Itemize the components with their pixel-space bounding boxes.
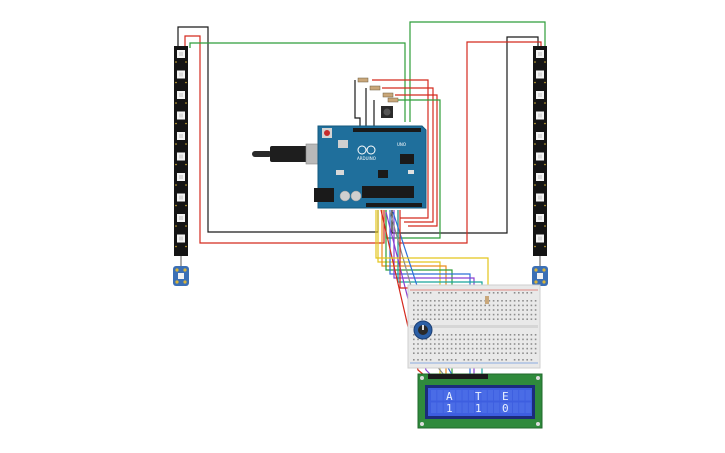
wire-left-green[interactable] [189,42,406,122]
lcd-16x2-display[interactable]: A T E 1 1 0 [417,373,543,429]
resistor-cluster[interactable] [357,77,399,103]
resistor-2[interactable] [369,85,381,91]
lcd-line2-char-1: 1 [446,402,453,415]
pushbutton-icon[interactable] [381,106,393,118]
board-model-label: UNO [397,142,406,147]
arduino-uno-board[interactable]: ARDUINO UNO [252,125,427,209]
neopixel-connector-left[interactable] [173,256,189,286]
potentiometer-icon[interactable] [413,320,433,340]
lcd-line2-char-3: 0 [502,402,509,415]
lcd-line1-char-2: T [475,390,482,403]
resistor-1[interactable] [357,77,369,83]
lcd-line1-char-1: A [446,390,453,403]
wire-top-red-1[interactable] [372,79,429,219]
wire-top-black[interactable] [354,80,361,127]
resistor-3[interactable] [382,92,394,98]
resistor-4[interactable] [387,97,399,103]
wire-top-red-2[interactable] [382,87,434,223]
lcd-character-grid [431,390,531,413]
wire-yellow-bb[interactable] [375,210,489,300]
usb-plug-icon [252,143,321,165]
lcd-line1-char-3: E [502,390,509,403]
lcd-line2-char-2: 1 [475,402,482,415]
neopixel-strip-left[interactable] [174,46,188,256]
wire-right-green[interactable] [409,21,546,122]
board-brand-label: ARDUINO [357,156,376,161]
neopixel-strip-right[interactable] [533,46,547,256]
wire-top-red-3[interactable] [395,94,438,227]
wire-left-red[interactable] [184,35,385,244]
breadboard-resistor[interactable] [485,296,489,304]
wire-right-black[interactable] [391,36,539,234]
neopixel-connector-right[interactable] [532,256,548,286]
